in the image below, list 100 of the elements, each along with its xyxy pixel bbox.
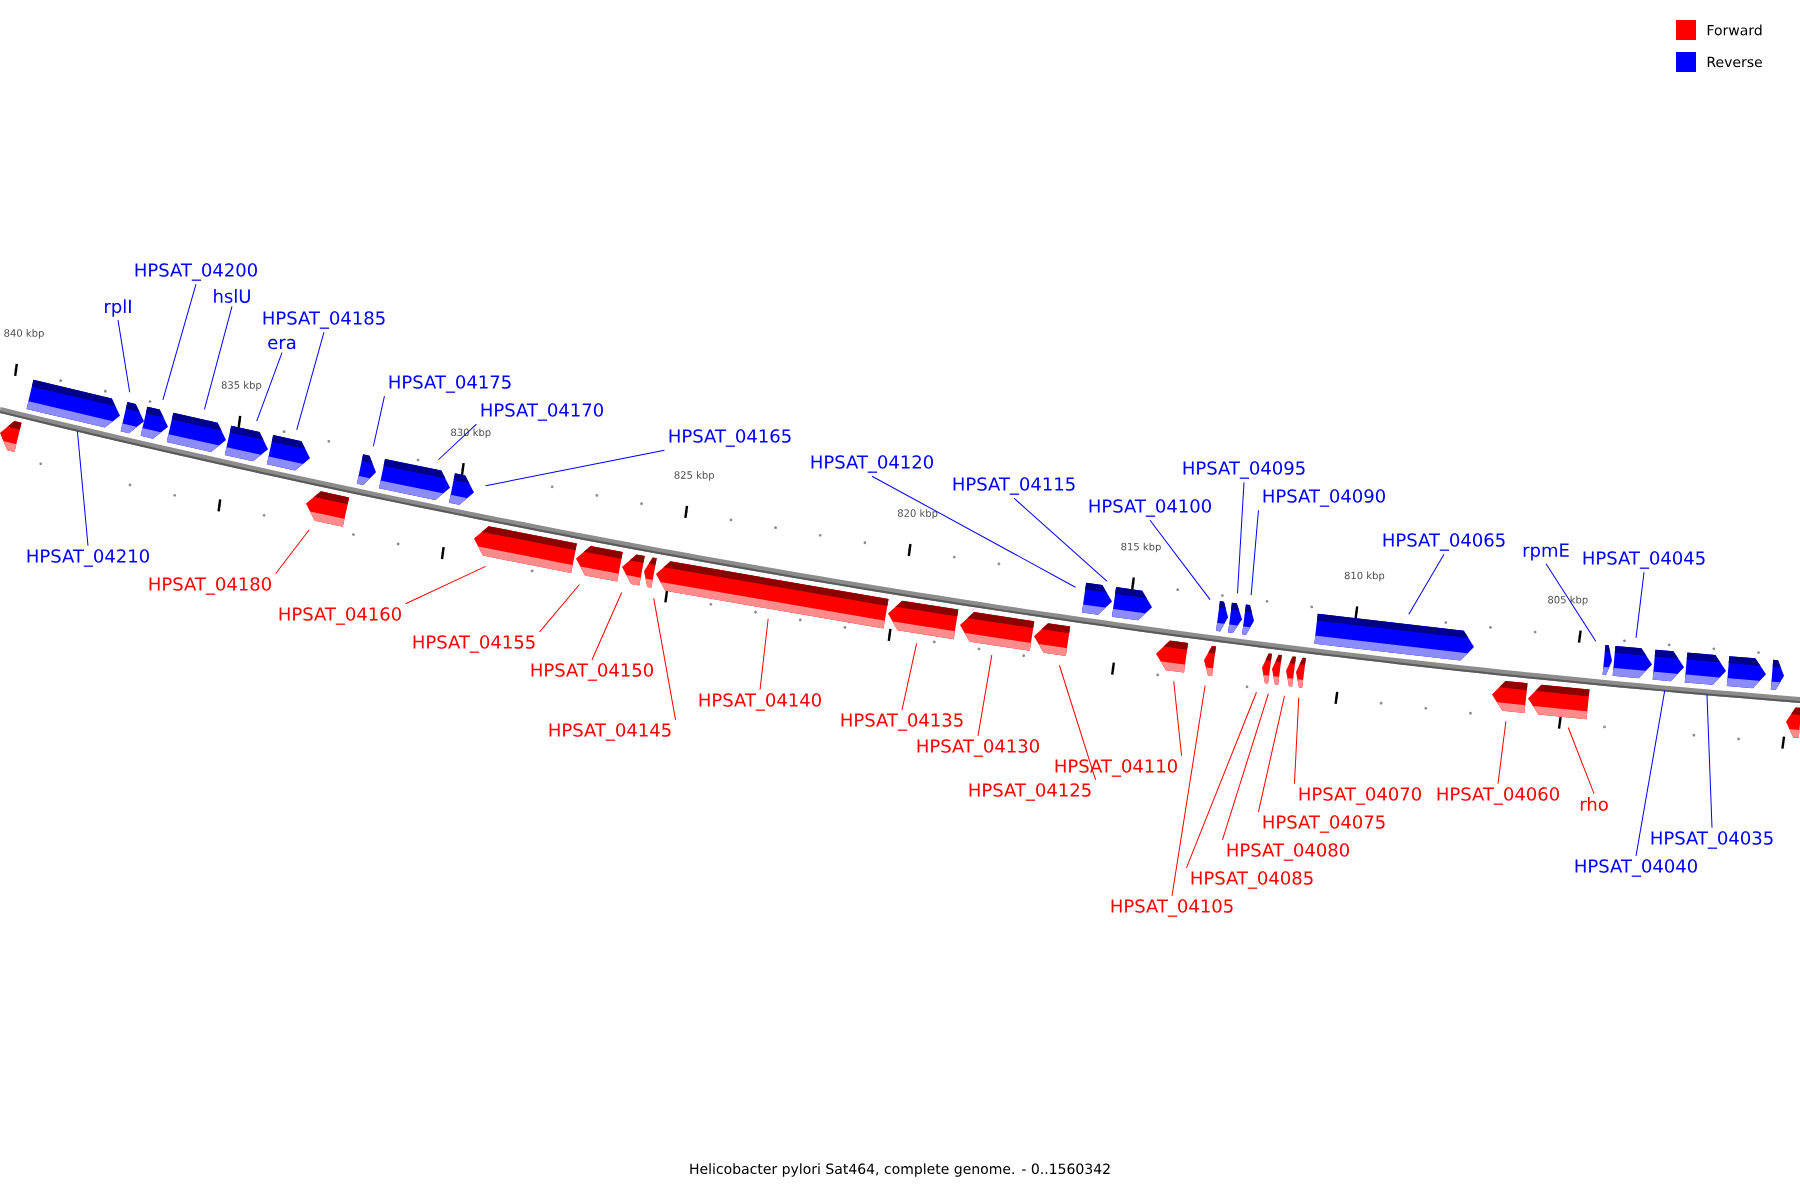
leader-line	[591, 592, 623, 661]
gene-label: HPSAT_04130	[917, 739, 1039, 757]
leader-line	[977, 654, 993, 737]
leader-line	[1171, 685, 1206, 897]
gene-block	[1242, 604, 1254, 635]
gene-label: era	[268, 338, 296, 350]
gene-label: HPSAT_04175	[389, 375, 511, 393]
leader-line	[1173, 680, 1183, 757]
leader-line	[1185, 691, 1257, 869]
gene-block	[224, 425, 268, 462]
gene-block	[1652, 649, 1684, 682]
gene-label: HPSAT_04095	[1183, 461, 1305, 479]
gene-label: HPSAT_04080	[1227, 843, 1349, 861]
leader-line	[1497, 720, 1507, 785]
gene-label: HPSAT_04145	[549, 723, 671, 741]
gene-block	[1770, 659, 1784, 691]
gene-label: rpmE	[1523, 543, 1569, 561]
gene-label: HPSAT_04105	[1111, 899, 1233, 917]
gene-label: HPSAT_04035	[1651, 831, 1773, 849]
leader-line	[203, 305, 233, 410]
gene-block	[1156, 640, 1189, 673]
gene-label: HPSAT_04075	[1263, 815, 1385, 833]
leader-line	[405, 565, 487, 605]
leader-line	[1013, 497, 1108, 582]
gene-block	[1286, 656, 1296, 687]
gene-block	[1272, 654, 1282, 685]
gene-label: HPSAT_04155	[413, 635, 535, 653]
gene-block	[656, 561, 889, 629]
gene-label: rho	[1580, 797, 1608, 811]
gene-block	[1081, 582, 1112, 615]
leader-line	[485, 449, 665, 487]
leader-line	[296, 331, 325, 431]
gene-label: HPSAT_04115	[953, 477, 1075, 495]
gene-block	[1034, 623, 1071, 657]
gene-label: HPSAT_04085	[1191, 871, 1313, 889]
leader-line	[759, 618, 769, 691]
gene-label: HPSAT_04210	[27, 549, 149, 567]
gene-label: HPSAT_04180	[149, 577, 271, 595]
leader-line	[1250, 509, 1259, 596]
gene-label: HPSAT_04040	[1575, 859, 1697, 877]
gene-label: HPSAT_04135	[841, 713, 963, 731]
leader-line	[1293, 697, 1300, 785]
gene-label: rplI	[105, 299, 131, 317]
gene-label: HPSAT_04120	[811, 455, 933, 473]
gene-label: HPSAT_04090	[1263, 489, 1385, 507]
leader-line	[539, 584, 580, 633]
leader-line	[1706, 693, 1713, 829]
gene-block	[1314, 613, 1474, 661]
gene-label: HPSAT_04165	[669, 429, 791, 447]
gene-label: HPSAT_04170	[481, 403, 603, 421]
gene-block	[0, 421, 22, 452]
gene-block	[1492, 680, 1528, 714]
gene-block	[888, 600, 959, 640]
gene-block	[644, 557, 657, 588]
gene-label: HPSAT_04160	[279, 607, 401, 625]
gene-label: HPSAT_04065	[1383, 533, 1505, 551]
leader-line	[275, 529, 310, 575]
gene-block	[1726, 656, 1766, 689]
gene-block	[1684, 652, 1726, 685]
gene-label: HPSAT_04200	[135, 263, 257, 281]
gene-label: hslU	[214, 289, 250, 303]
leader-line	[1545, 563, 1597, 642]
leader-line	[1257, 695, 1285, 813]
leader-line	[76, 430, 89, 547]
gene-block	[1111, 587, 1152, 621]
leader-line	[1408, 553, 1445, 615]
gene-label: HPSAT_04150	[531, 663, 653, 681]
leader-line	[117, 319, 131, 393]
leader-line	[1567, 727, 1595, 795]
gene-block	[266, 435, 310, 471]
gene-label: HPSAT_04140	[699, 693, 821, 711]
gene-block	[1528, 684, 1590, 720]
gene-block	[356, 454, 376, 485]
leader-line	[871, 475, 1076, 588]
gene-label: HPSAT_04070	[1299, 787, 1421, 805]
leader-line	[256, 352, 283, 422]
leader-line	[1221, 693, 1269, 841]
leader-line	[1149, 519, 1211, 601]
leader-line	[653, 597, 677, 721]
leader-line	[1058, 664, 1097, 781]
leader-line	[1635, 690, 1666, 857]
gene-label: HPSAT_04125	[969, 783, 1091, 801]
gene-block	[449, 473, 474, 505]
gene-block	[1786, 707, 1800, 738]
gene-block	[306, 491, 350, 527]
gene-block	[1204, 646, 1216, 677]
gene-label: HPSAT_04185	[263, 311, 385, 329]
leader-line	[162, 283, 197, 401]
leader-line	[1237, 481, 1245, 594]
gene-block	[622, 554, 645, 586]
leader-line	[1635, 571, 1645, 639]
gene-label: HPSAT_04060	[1437, 787, 1559, 805]
leader-line	[437, 423, 477, 461]
leader-line	[901, 642, 918, 711]
gene-block	[1296, 657, 1306, 688]
leader-line	[372, 395, 385, 447]
gene-block	[1262, 653, 1272, 684]
gene-label: HPSAT_04110	[1055, 759, 1177, 777]
gene-label: HPSAT_04100	[1089, 499, 1211, 517]
gene-label: HPSAT_04045	[1583, 551, 1705, 569]
